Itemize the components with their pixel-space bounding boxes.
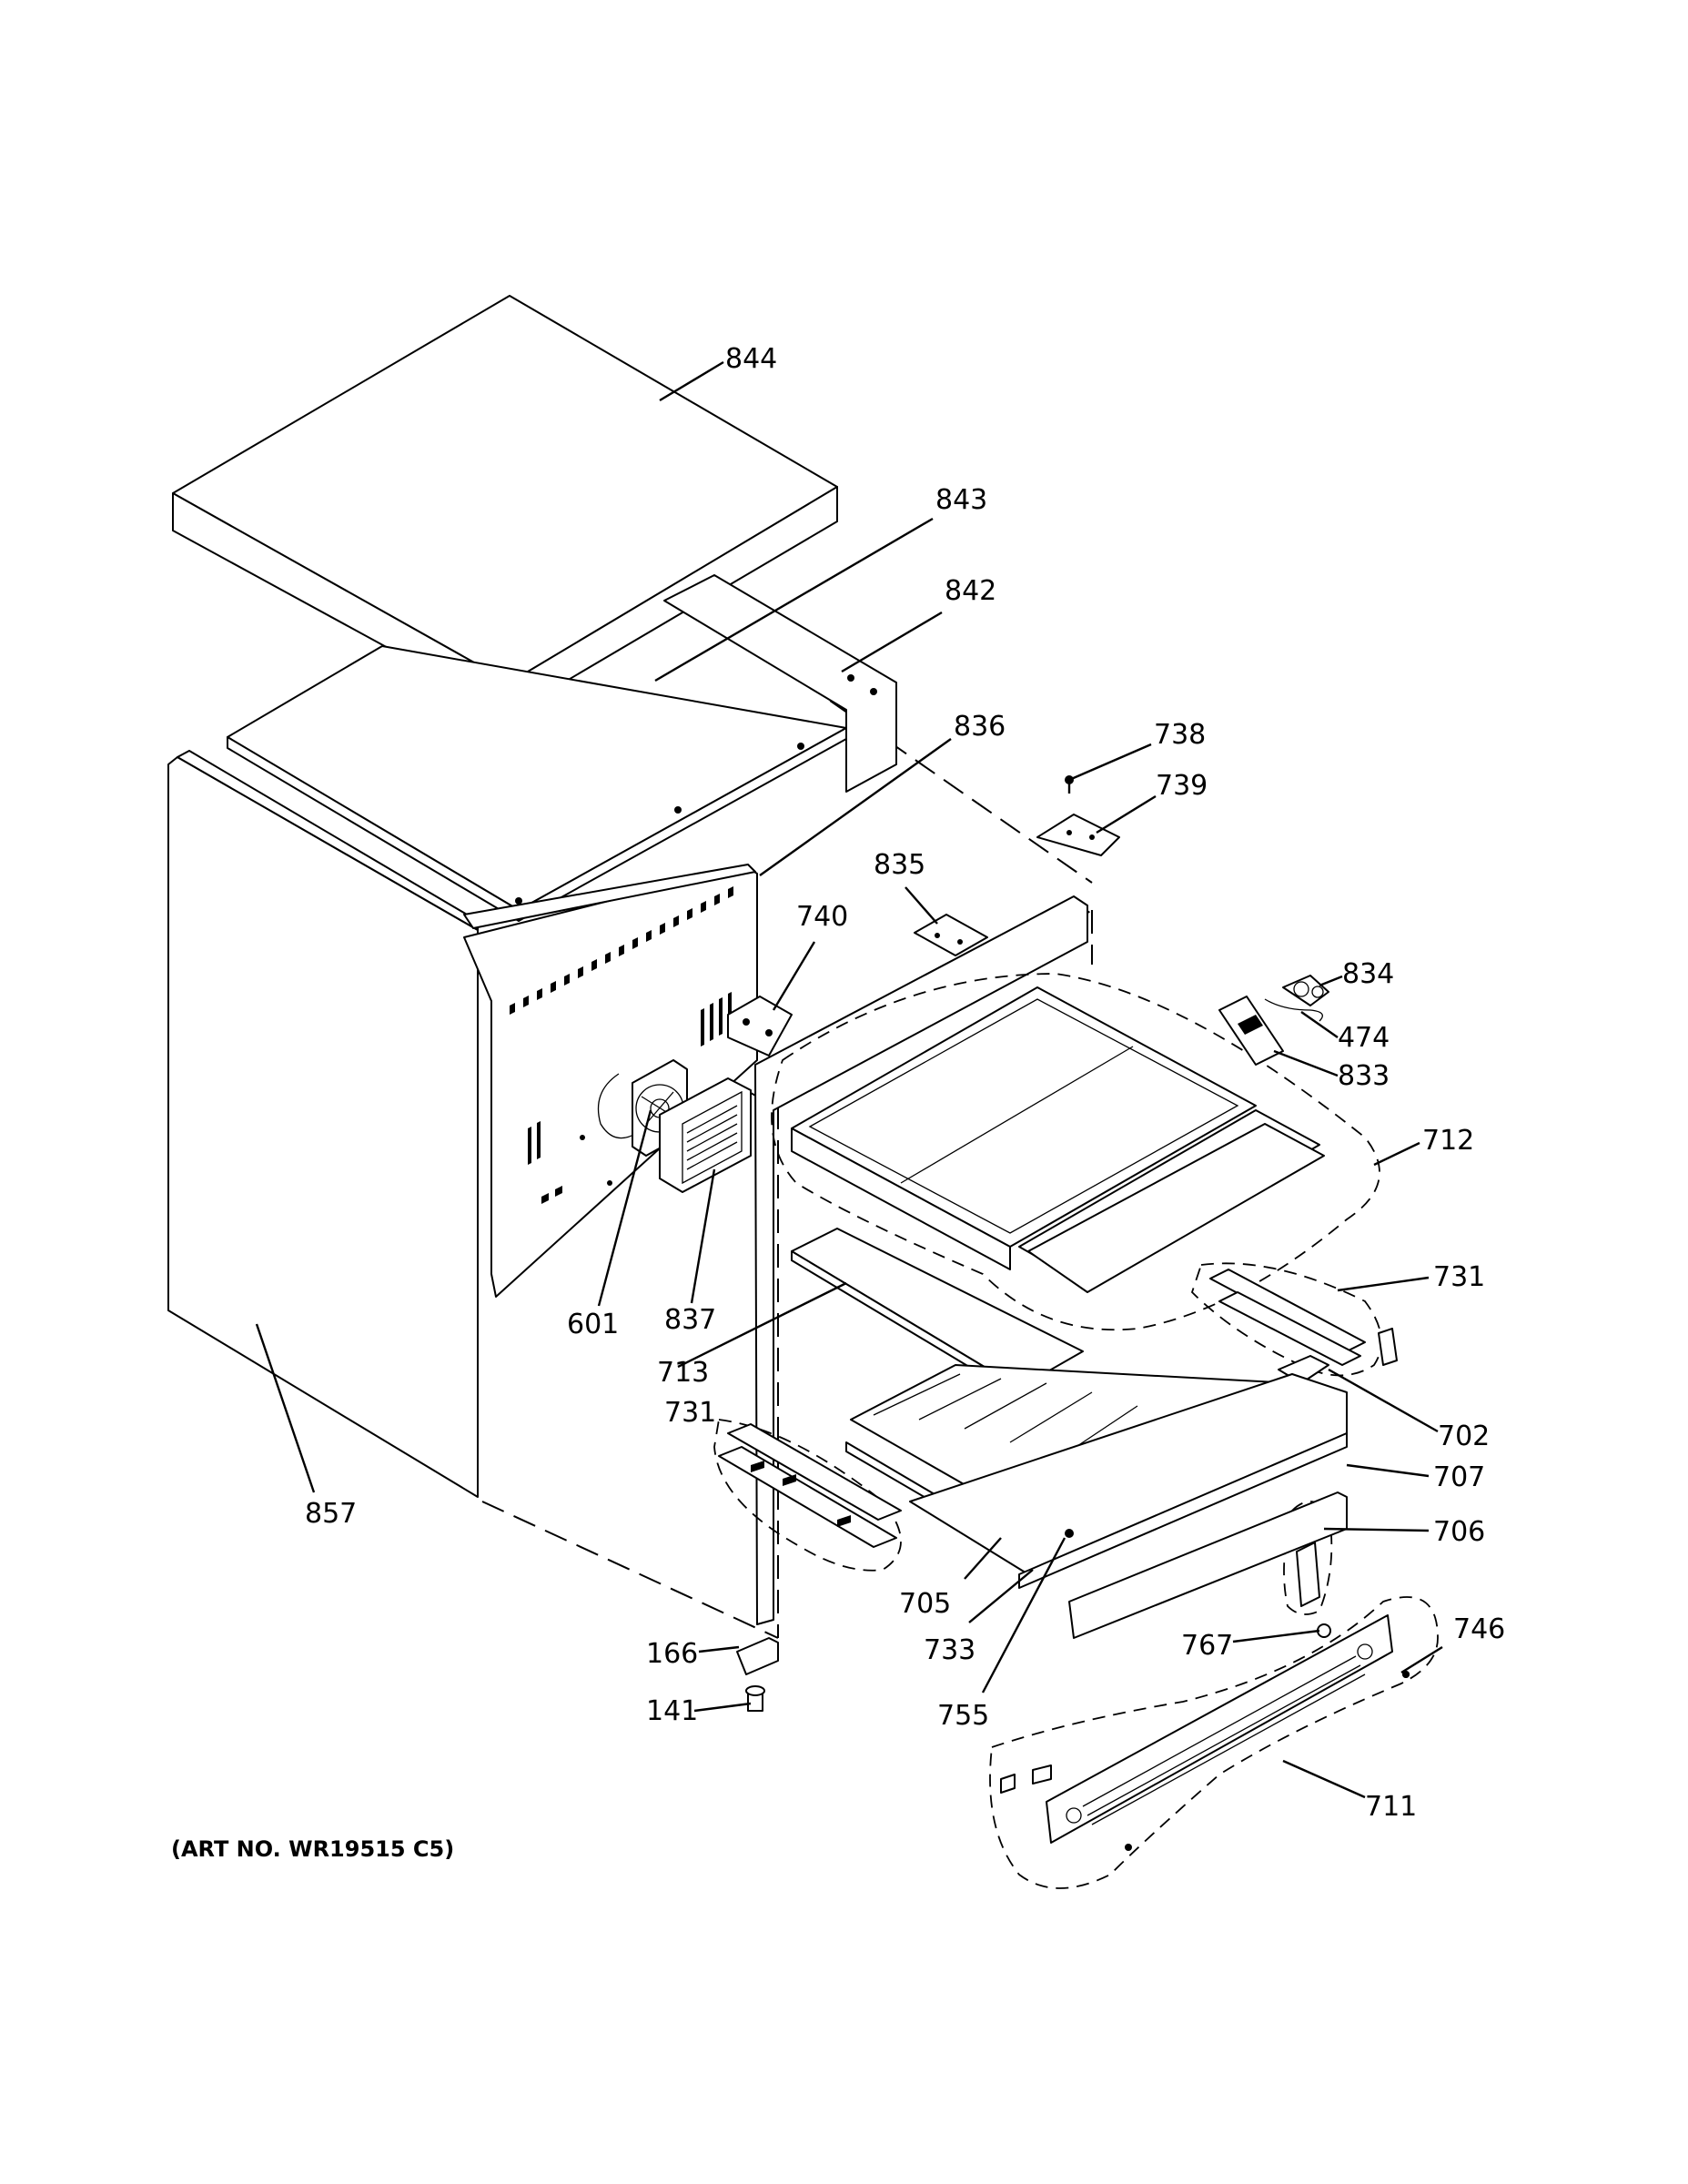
callout-738: 738 [1154,719,1206,751]
side-panel-part [167,750,479,1498]
leveling-leg-141 [745,1685,765,1712]
callout-474: 474 [1338,1022,1390,1054]
callout-834: 834 [1342,958,1394,990]
leader-lines [255,360,1443,1799]
callout-707: 707 [1433,1461,1485,1493]
callout-833: 833 [1338,1060,1390,1092]
callout-835: 835 [874,849,925,881]
callout-706: 706 [1433,1516,1485,1548]
rear-panel-part [463,864,758,1298]
cabinet-liner [754,895,1088,1625]
fastener-746 [1402,1671,1410,1678]
callout-166: 166 [646,1638,698,1670]
thermostat-834 [1282,975,1329,1006]
slide-rail-right-731 [1190,1262,1398,1377]
callout-857: 857 [305,1498,357,1530]
callout-739: 739 [1156,770,1208,802]
leveling-bracket-166 [736,1637,779,1675]
screw-755 [1065,1529,1074,1538]
callout-836: 836 [954,711,1006,743]
top-panel-part [227,645,847,922]
drawer-front-707 [909,1373,1348,1589]
callout-702: 702 [1438,1421,1490,1452]
condenser-part [659,1077,752,1193]
rear-bracket-part [663,574,897,793]
callout-141: 141 [646,1695,698,1727]
callout-746: 746 [1453,1613,1505,1645]
callout-842: 842 [945,575,996,607]
rear-panel-vents [510,886,733,1204]
hinge-bracket-740 [727,996,793,1067]
callout-755: 755 [937,1700,989,1732]
fastener-767 [1317,1623,1331,1638]
control-833 [1218,996,1284,1066]
callout-705: 705 [899,1588,951,1620]
art-number: (ART NO. WR19515 C5) [171,1836,454,1862]
callout-601: 601 [567,1309,619,1340]
callout-labels: 844 843 842 836 738 739 835 740 834 474 … [305,343,1505,1823]
callout-713: 713 [657,1357,709,1389]
callout-844: 844 [725,343,777,375]
callout-837: 837 [664,1304,716,1336]
callout-731-right: 731 [1433,1261,1485,1293]
callout-767: 767 [1181,1630,1233,1662]
trim-strip-733 [1068,1491,1348,1639]
callout-740: 740 [796,901,848,933]
callout-711: 711 [1365,1791,1417,1823]
kick-plate-711 [989,1596,1439,1889]
slide-rail-left-731 [713,1418,902,1572]
wire-474 [1264,998,1323,1022]
callout-712: 712 [1422,1125,1474,1157]
top-hinge-739 [1036,814,1120,856]
shelf-assembly-712 [771,973,1380,1331]
callout-843: 843 [935,484,987,516]
callout-731-left: 731 [664,1397,716,1429]
callout-733: 733 [924,1634,975,1666]
